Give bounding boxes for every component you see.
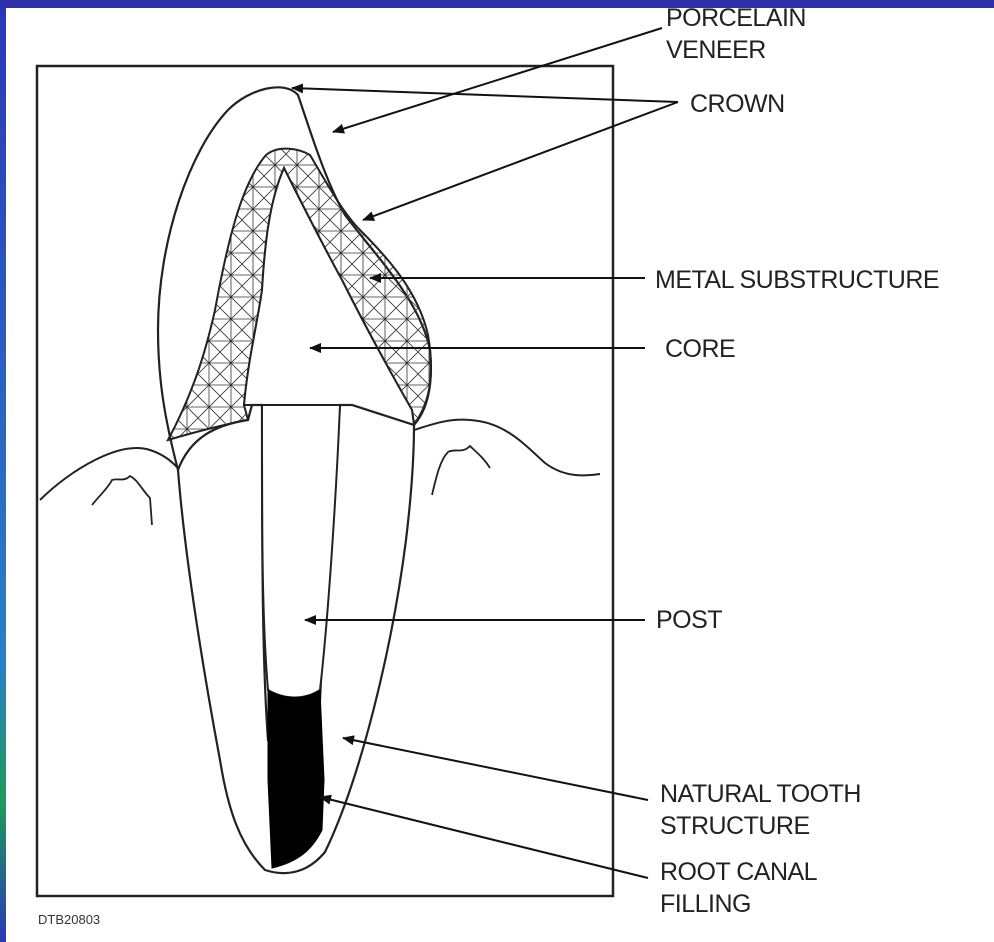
root-canal-filling (268, 690, 324, 868)
label-post: POST (656, 606, 722, 634)
label-natural-tooth-line1: NATURAL TOOTH (660, 780, 861, 808)
arrow-crown-top (292, 88, 678, 102)
label-porcelain-line2: VENEER (666, 36, 766, 64)
gum-detail-left (92, 476, 152, 525)
gum-tissue-right (414, 420, 600, 476)
label-core: CORE (665, 335, 735, 363)
label-crown: CROWN (690, 90, 785, 118)
gum-tissue-left (40, 448, 178, 500)
label-metal-substructure: METAL SUBSTRUCTURE (655, 266, 939, 294)
label-root-canal-line2: FILLING (660, 890, 751, 918)
arrow-root-canal (320, 797, 648, 878)
label-root-canal-line1: ROOT CANAL (660, 858, 818, 886)
label-natural-tooth-line2: STRUCTURE (660, 812, 810, 840)
arrow-natural-tooth (343, 738, 648, 800)
gum-detail-right (432, 446, 490, 495)
label-porcelain-line1: PORCELAIN (666, 4, 806, 32)
figure-code: DTB20803 (38, 912, 100, 927)
arrow-crown-lower (363, 102, 678, 220)
